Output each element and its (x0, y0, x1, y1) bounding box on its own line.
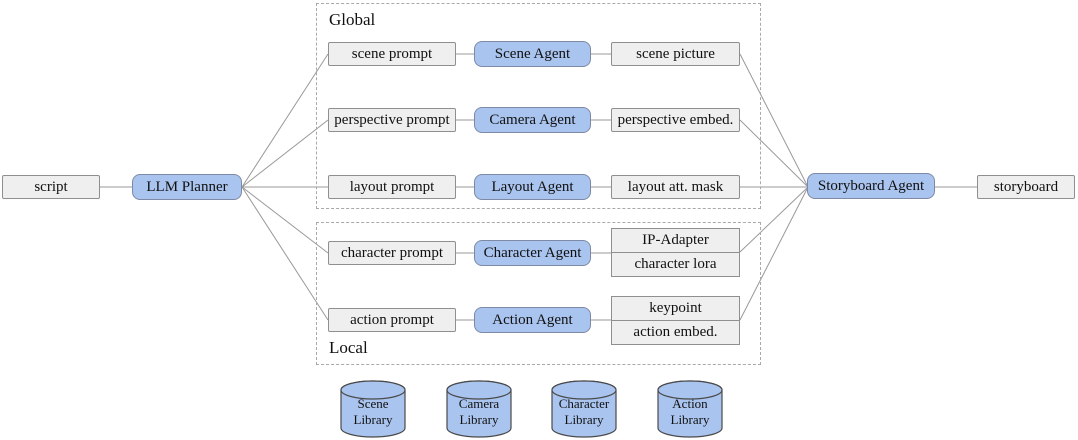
scene-picture-node: scene picture (611, 42, 740, 66)
character-library: Character Library (551, 380, 617, 438)
storyboard-agent-node: Storyboard Agent (807, 173, 935, 199)
global-group-label: Global (329, 10, 376, 29)
action-library: Action Library (657, 380, 723, 438)
camera-library: Camera Library (446, 380, 512, 438)
layout-prompt-node: layout prompt (328, 175, 456, 199)
character-prompt-node: character prompt (328, 241, 456, 265)
camera-agent-node: Camera Agent (474, 107, 591, 133)
action-prompt-node: action prompt (328, 308, 456, 332)
scene-prompt-node: scene prompt (328, 42, 456, 66)
action-outputs-stack: keypoint action embed. (611, 296, 740, 345)
local-group-frame: Local (316, 222, 761, 365)
database-cylinder-icon (551, 380, 617, 438)
layout-att-mask-node: layout att. mask (611, 175, 740, 199)
character-agent-node: Character Agent (474, 240, 591, 266)
character-outputs-stack: IP-Adapter character lora (611, 228, 740, 277)
llm-planner-node: LLM Planner (132, 174, 242, 200)
local-group-label: Local (329, 338, 368, 357)
script-node: script (2, 175, 100, 199)
storyboard-node: storyboard (977, 175, 1075, 199)
character-lora-node: character lora (612, 252, 739, 276)
action-library-label: Action Library (670, 396, 710, 427)
keypoint-node: keypoint (649, 300, 702, 316)
database-cylinder-icon (446, 380, 512, 438)
ip-adapter-node: IP-Adapter (642, 232, 709, 248)
perspective-prompt-node: perspective prompt (328, 108, 456, 132)
global-group-frame: Global (316, 3, 761, 209)
camera-library-label: Camera Library (458, 396, 500, 427)
action-agent-node: Action Agent (474, 307, 591, 333)
scene-agent-node: Scene Agent (474, 41, 591, 67)
scene-library-label: Scene Library (353, 396, 393, 427)
scene-library: Scene Library (340, 380, 406, 438)
action-embed-node: action embed. (612, 320, 739, 344)
perspective-embed-node: perspective embed. (611, 108, 740, 132)
database-cylinder-icon (340, 380, 406, 438)
layout-agent-node: Layout Agent (474, 174, 591, 200)
database-cylinder-icon (657, 380, 723, 438)
character-library-label: Character Library (558, 396, 610, 427)
